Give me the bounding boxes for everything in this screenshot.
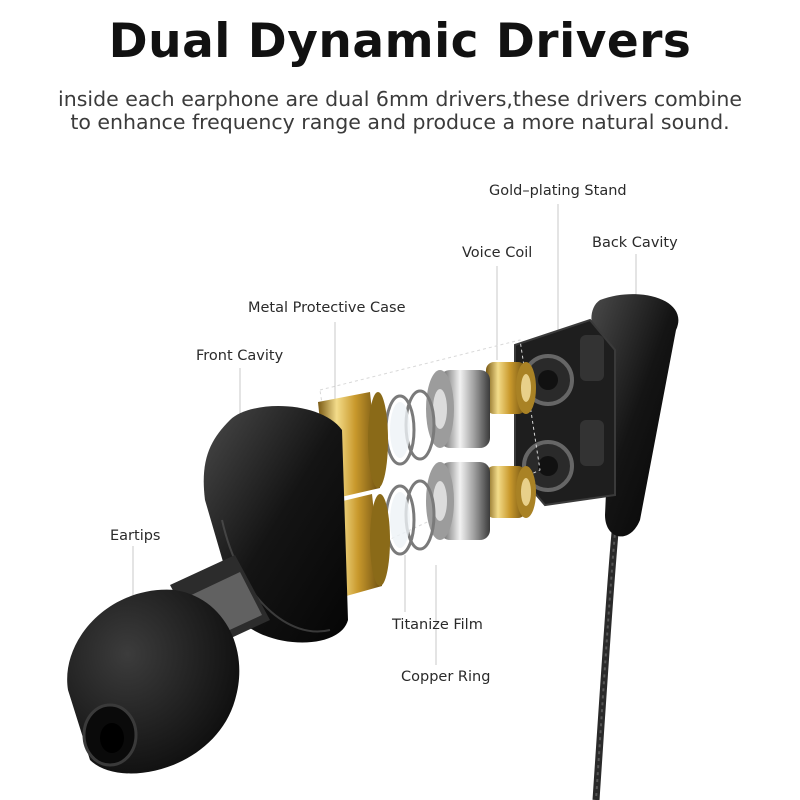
label-gold-plating-stand: Gold–plating Stand <box>489 183 627 199</box>
page-title: Dual Dynamic Drivers <box>108 14 692 69</box>
subtitle-line-1: inside each earphone are dual 6mm driver… <box>58 87 742 111</box>
subtitle-line-2: to enhance frequency range and produce a… <box>70 110 730 134</box>
label-back-cavity: Back Cavity <box>592 235 678 251</box>
driver-lower <box>426 462 490 540</box>
label-copper-ring: Copper Ring <box>401 669 491 685</box>
cable <box>592 499 622 800</box>
page-subtitle: inside each earphone are dual 6mm driver… <box>0 88 800 134</box>
eartip <box>67 589 240 774</box>
label-front-cavity: Front Cavity <box>196 348 284 364</box>
label-voice-coil: Voice Coil <box>462 245 533 261</box>
case-outline <box>319 339 541 561</box>
voice-coil-lower <box>486 466 536 518</box>
label-metal-protective-case: Metal Protective Case <box>248 300 406 316</box>
voice-coil-upper <box>486 362 536 414</box>
label-eartips: Eartips <box>110 528 161 544</box>
label-titanize-film: Titanize Film <box>392 617 483 633</box>
driver-upper <box>426 370 490 448</box>
